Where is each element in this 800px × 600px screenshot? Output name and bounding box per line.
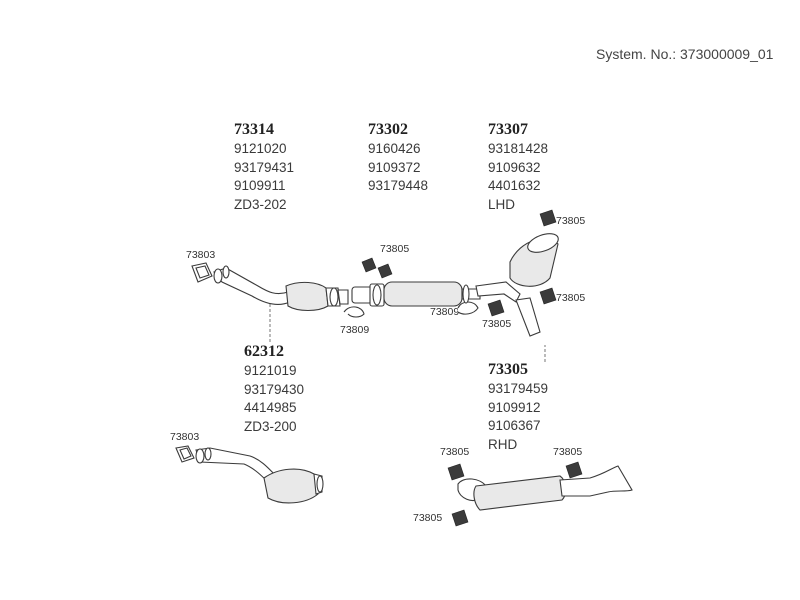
part-line: 4401632: [488, 178, 541, 193]
callout-label: 73805: [482, 318, 512, 330]
part-line: 93181428: [488, 141, 549, 156]
part-group-62312: 62312 9121019 93179430 4414985 ZD3-200: [244, 342, 304, 436]
part-group-73302: 73302 9160426 9109372 93179448: [368, 120, 428, 196]
hanger-rubber-icon: [487, 299, 505, 317]
part-line: 4414985: [244, 400, 297, 415]
hanger-rubber-icon: [539, 287, 557, 305]
rear-muffler-icon: [475, 233, 559, 337]
clamp-icon: [457, 301, 479, 315]
part-line: 9160426: [368, 141, 421, 156]
callout-label: 73809: [430, 306, 460, 318]
part-line: 93179459: [488, 381, 549, 396]
hanger-rubber-icon: [447, 463, 465, 481]
callout-label: 73805: [553, 446, 583, 458]
callout-label: 73805: [413, 512, 443, 524]
callout-label: 73809: [340, 324, 370, 336]
clamp-icon: [343, 306, 365, 318]
part-number: 73314: [234, 121, 274, 138]
hanger-rubber-icon: [565, 461, 583, 479]
part-line: 93179430: [244, 381, 305, 397]
part-line: 9121020: [234, 141, 287, 156]
part-line: 9109912: [488, 399, 541, 415]
part-line: 9109911: [234, 178, 286, 193]
catalytic-converter-icon: [195, 447, 324, 504]
rear-silencer-icon: [457, 465, 633, 511]
part-number: 73302: [368, 121, 408, 138]
hanger-rubber-icon: [451, 509, 469, 527]
system-number: System. No.: 373000009_01: [596, 46, 774, 62]
part-line: 93179431: [234, 159, 295, 175]
part-group-73305: 73305 93179459 9109912 9106367 RHD: [488, 360, 548, 454]
part-line: 9121019: [244, 363, 297, 378]
flange-gasket-icon: [191, 262, 213, 283]
part-line: 9109632: [488, 159, 541, 175]
catalytic-converter-icon: [213, 265, 349, 312]
part-line: LHD: [488, 196, 516, 212]
callout-label: 73805: [556, 292, 586, 304]
part-number: 73305: [488, 361, 528, 378]
part-group-73307: 73307 93181428 9109632 4401632 LHD: [488, 120, 548, 214]
part-group-73314: 73314 9121020 93179431 9109911 ZD3-202: [234, 120, 294, 214]
callout-label: 73803: [186, 249, 216, 261]
callout-label: 73805: [380, 243, 410, 255]
hanger-rubber-icon: [361, 257, 393, 279]
part-line: 93179448: [368, 178, 429, 193]
part-line: RHD: [488, 436, 518, 452]
callout-label: 73805: [556, 215, 586, 227]
part-line: 9109372: [368, 159, 421, 175]
callout-label: 73803: [170, 431, 200, 443]
part-line: ZD3-202: [234, 196, 287, 212]
middle-silencer-icon: [351, 281, 481, 307]
hanger-rubber-icon: [539, 209, 557, 227]
callout-label: 73805: [440, 446, 470, 458]
part-number: 73307: [488, 121, 528, 138]
part-line: 9106367: [488, 418, 541, 433]
part-line: ZD3-200: [244, 418, 297, 434]
flange-gasket-icon: [175, 445, 195, 463]
part-number: 62312: [244, 343, 284, 360]
